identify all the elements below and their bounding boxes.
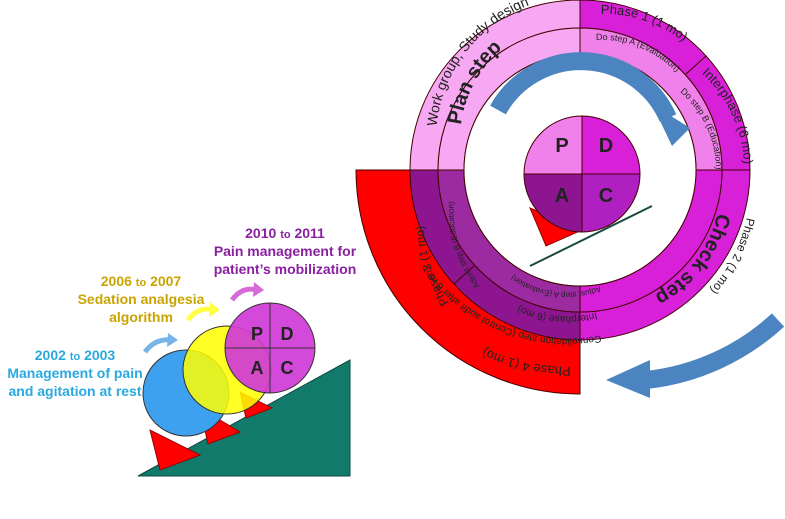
center-pdca-c: C [599,185,613,207]
left-pdca-p: P [251,324,263,344]
era-2010-years: 2010 to 2011 [245,225,325,241]
era-2002-line2: and agitation at rest [8,383,141,399]
center-pdca-circle: P D A C [523,115,641,233]
teal-ramp [137,359,351,477]
wedge-1 [149,429,202,471]
center-pdca-p: P [555,135,568,157]
era-2006-line1: Sedation analgesia [78,291,205,307]
left-pdca-a: A [251,358,264,378]
incline-line [529,205,653,267]
era-2006-years: 2006 to 2007 [101,273,182,289]
center-pdca-d: D [599,135,613,157]
era-2006-line2: algorithm [109,309,173,325]
left-pdca-d: D [281,324,294,344]
cycle-arrow-bottom-icon [644,313,785,389]
era-2010-line2: patient’s mobilization [214,261,357,277]
pdca-cycle-wheel: P D A C Work group, Study design Plan st… [355,0,785,398]
left-pdca-c: C [281,358,294,378]
cycle-arrow-top-icon [490,52,677,122]
center-pdca-a: A [555,185,569,207]
era-2002-line1: Management of pain [7,365,142,381]
staircase-diagram: P D A C 2002 to 2003 Management of pain … [7,225,357,477]
era-2002-years: 2002 to 2003 [35,347,116,363]
era-2010-line1: Pain management for [214,243,357,259]
